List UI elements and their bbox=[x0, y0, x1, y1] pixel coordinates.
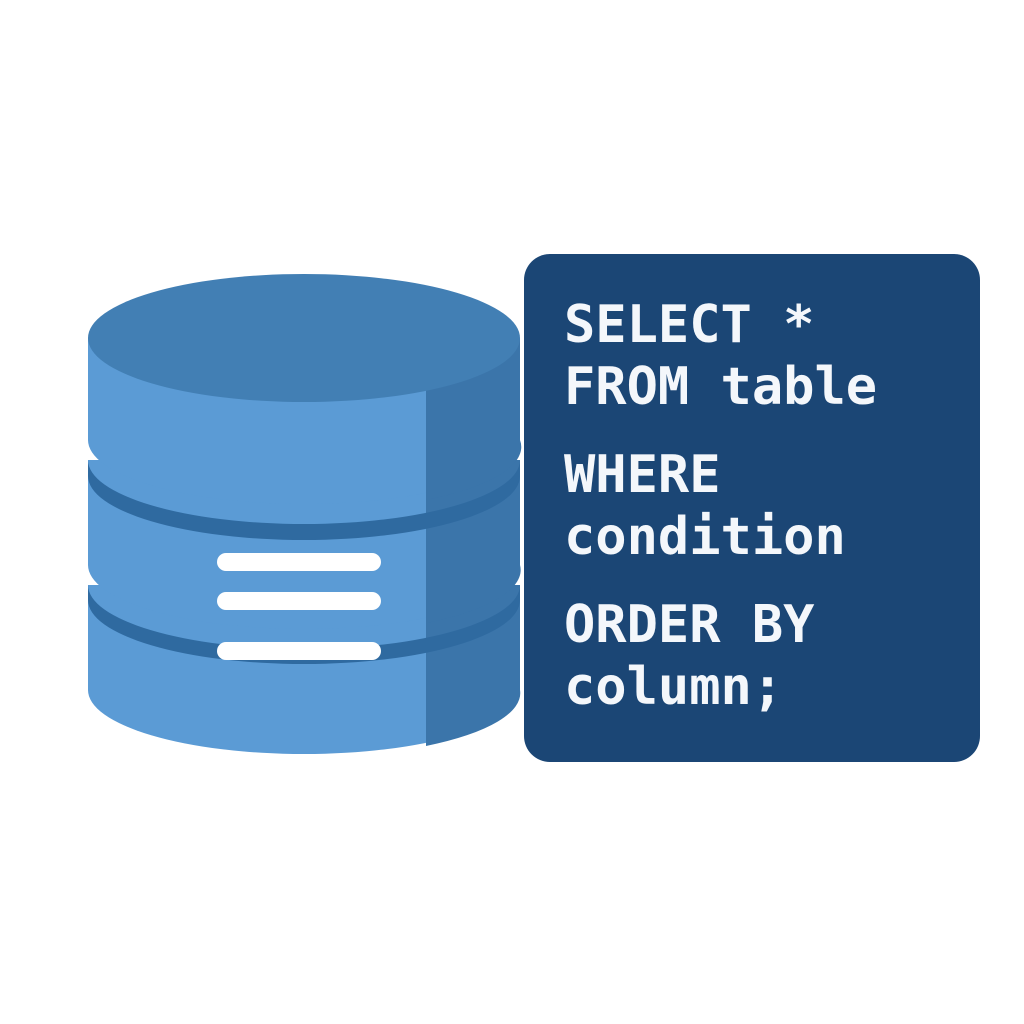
code-line-from: FROM table bbox=[564, 357, 878, 417]
sql-code-panel: SELECT * FROM table WHERE condition ORDE… bbox=[524, 254, 980, 762]
code-line-select: SELECT * bbox=[564, 295, 815, 355]
code-line-column: column; bbox=[564, 657, 784, 717]
code-line-where: WHERE bbox=[564, 445, 721, 505]
code-line-condition: condition bbox=[564, 507, 846, 567]
database-top-segment bbox=[88, 274, 522, 504]
code-line-order-by: ORDER BY bbox=[564, 595, 815, 655]
database-bottom-segment bbox=[88, 585, 521, 754]
database-data-lines bbox=[217, 553, 381, 660]
database-middle-segment bbox=[88, 460, 521, 629]
